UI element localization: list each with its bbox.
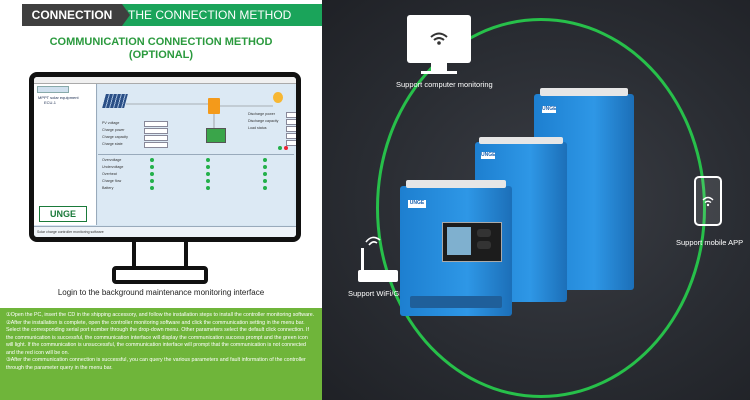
monitor-caption: Login to the background maintenance moni… [57, 288, 265, 297]
label-discharge-capacity: Discharge capacity [248, 119, 279, 123]
controller-button[interactable] [477, 229, 491, 237]
flow-lines [126, 103, 273, 128]
status-indicator [263, 186, 267, 190]
status-label: Battery [102, 186, 114, 190]
status-label: Overvoltage [102, 158, 122, 162]
status-divider [98, 154, 294, 155]
screen-sidebar: MPPT solar equipment ECU-1 UNGE [34, 84, 97, 225]
status-indicator [150, 158, 154, 162]
label-load-status: Load status [248, 126, 267, 130]
controller-device-front: UNGE [400, 180, 512, 316]
status-indicator [206, 158, 210, 162]
status-indicator [263, 179, 267, 183]
left-panel: CONNECTION THE CONNECTION METHOD COMMUNI… [0, 0, 322, 400]
monitor-screen: MPPT solar equipment ECU-1 UNGE PV volta… [29, 72, 301, 242]
screen-main: PV voltage Charge power Charge capacity … [98, 84, 296, 225]
value-box [144, 121, 168, 127]
connectivity-ring [376, 18, 706, 398]
status-indicator [206, 172, 210, 176]
wifi-icon [702, 196, 714, 207]
computer-base-icon [421, 71, 457, 74]
status-indicator [150, 172, 154, 176]
status-indicator [263, 158, 267, 162]
page-title: COMMUNICATION CONNECTION METHOD [49, 36, 273, 48]
value-box [144, 128, 168, 134]
screen-menu-bar [34, 77, 296, 84]
wifi-gprs-label: Support WiFi/GPRS [348, 289, 415, 298]
comm-status-green-icon [278, 146, 282, 150]
status-indicator [206, 186, 210, 190]
value-box [286, 133, 296, 139]
section-header: CONNECTION THE CONNECTION METHOD [0, 4, 322, 26]
page-subtitle: (OPTIONAL) [128, 49, 194, 61]
computer-monitor-icon [407, 15, 471, 63]
label-pv-voltage: PV voltage [102, 121, 120, 125]
instruction-step-1: ①Open the PC, insert the CD in the shipp… [6, 312, 315, 318]
status-indicator [206, 179, 210, 183]
tree-child: ECU-1 [44, 100, 57, 105]
wifi-icon [430, 32, 448, 45]
computer-monitoring-label: Support computer monitoring [396, 80, 493, 89]
instruction-step-2: ②After the installation is complete, ope… [6, 319, 309, 356]
status-indicator [150, 186, 154, 190]
tree-root: MPPT solar equipment [38, 95, 79, 100]
value-box [286, 112, 296, 118]
value-box [286, 119, 296, 125]
value-box [286, 126, 296, 132]
header-tab-connection: CONNECTION [22, 4, 122, 26]
header-notch [122, 4, 130, 26]
controller-terminal-block [410, 296, 502, 308]
status-indicator [150, 179, 154, 183]
status-label: Overheat [102, 172, 117, 176]
controller-icon [208, 98, 220, 114]
mobile-app-label: Support mobile APP [676, 238, 744, 247]
instructions-box: ①Open the PC, insert the CD in the shipp… [0, 308, 322, 400]
bulb-icon [273, 92, 283, 103]
label-discharge-power: Discharge power [248, 112, 275, 116]
status-indicator [263, 172, 267, 176]
mobile-phone-icon [694, 176, 722, 226]
computer-stand-icon [431, 63, 447, 71]
status-indicator [206, 165, 210, 169]
battery-icon [206, 128, 226, 143]
value-box [286, 140, 296, 146]
label-charge-capacity: Charge capacity [102, 135, 128, 139]
label-charge-state: Charge state [102, 142, 123, 146]
screen-footer: Solar charge controller monitoring softw… [34, 226, 296, 237]
label-charge-power: Charge power [102, 128, 125, 132]
monitor-stand-neck [132, 242, 188, 268]
status-label: Undervoltage [102, 165, 124, 169]
status-indicator [263, 165, 267, 169]
monitor-stand-base [112, 266, 208, 284]
value-box [144, 142, 168, 148]
instruction-step-3: ③After the communication connection is s… [6, 357, 306, 371]
status-label: Charge flow [102, 179, 122, 183]
header-tab-method: THE CONNECTION METHOD [122, 4, 322, 26]
status-indicator [150, 165, 154, 169]
controller-lcd-display [442, 222, 502, 262]
value-box [144, 135, 168, 141]
router-icon [358, 236, 398, 282]
controller-button[interactable] [477, 241, 491, 249]
comm-status-red-icon [284, 146, 288, 150]
unge-logo: UNGE [39, 206, 87, 222]
